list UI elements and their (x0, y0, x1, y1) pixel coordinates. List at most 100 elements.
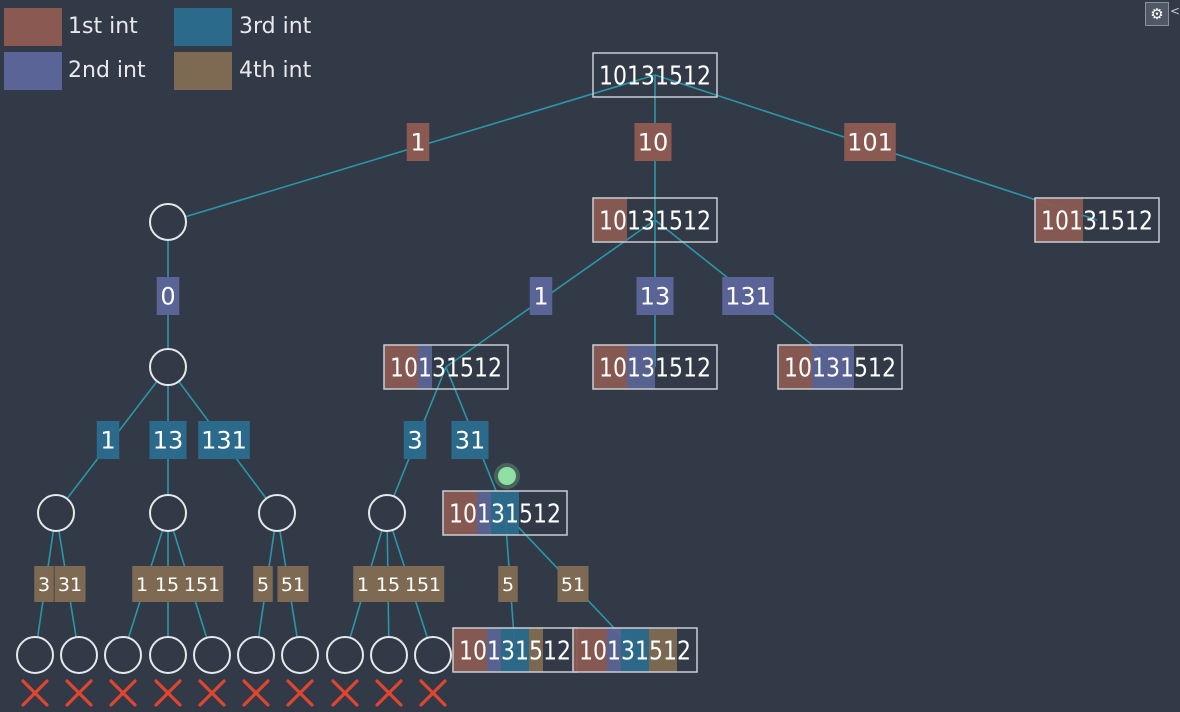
edge-label-text: 31 (455, 427, 486, 455)
edge-label-text: 51 (561, 574, 585, 596)
string-node-s101: 10131512 (1034, 197, 1160, 243)
edge-label-text: 151 (405, 574, 441, 596)
edge-label-c2-c5: 131 (198, 421, 250, 459)
edge-label-bg (132, 566, 152, 602)
edge-label-c4-f5: 151 (180, 566, 224, 602)
edge-label-c6-f10: 151 (401, 566, 445, 602)
string-node-border (592, 197, 718, 243)
settings-gear-button[interactable]: ⚙ (1145, 2, 1169, 26)
edge-label-text: 5 (257, 574, 269, 596)
edge-label-bg (372, 566, 404, 602)
legend-label-1st-int: 1st int (68, 14, 138, 39)
circle-node (60, 636, 98, 674)
edge-label-c5-f6: 5 (253, 566, 273, 602)
segment-int-1 (778, 345, 812, 389)
edge-label-text: 151 (184, 574, 220, 596)
edge-label-text: 1 (136, 574, 148, 596)
circle-node-f4 (149, 636, 187, 707)
edge-label-c4-f3: 1 (132, 566, 152, 602)
string-node-s10-131: 10131512 (777, 344, 903, 390)
edge-label-bg (180, 566, 224, 602)
segment-int-1 (593, 198, 627, 242)
cross-stroke (375, 679, 403, 707)
cross-icon (242, 679, 270, 707)
circle-node (368, 494, 406, 532)
cross-icon (154, 679, 182, 707)
edge-label-text: 1 (410, 129, 425, 157)
edge-label-s10-s10-13: 13 (636, 277, 674, 315)
edge-label-text: 31 (58, 574, 82, 596)
segment-int-1 (384, 345, 418, 389)
edge-label-bg (406, 123, 430, 161)
edge-label-c6-f8: 1 (353, 566, 373, 602)
circle-node-f10 (414, 636, 452, 707)
edge-label-bg (722, 277, 774, 315)
edge-label-bg (198, 421, 250, 459)
edge-label-bg (634, 123, 672, 161)
edge-label-bg (451, 421, 489, 459)
segment-int-1 (593, 345, 627, 389)
edge-label-text: 13 (153, 427, 184, 455)
string-node-text: 10131512 (449, 499, 561, 529)
segment-int-2 (627, 345, 655, 389)
circle-node (104, 636, 142, 674)
edge-label-bg (353, 566, 373, 602)
edge-label-text: 1 (357, 574, 369, 596)
edge-label-c5-f7: 51 (277, 566, 309, 602)
cross-stroke (242, 679, 270, 707)
circle-node-c3 (37, 494, 75, 532)
segment-int-2 (418, 345, 432, 389)
string-node-text: 10131512 (599, 61, 711, 91)
segment-int-3 (501, 628, 529, 672)
edge-label-text: 101 (847, 129, 893, 157)
circle-node (370, 636, 408, 674)
edge-label-bg (149, 421, 187, 459)
cross-stroke (109, 679, 137, 707)
string-node-text: 10131512 (459, 636, 571, 666)
string-node-text: 10131512 (784, 353, 896, 383)
circle-node-c6 (368, 494, 406, 532)
edge-label-text: 1 (533, 283, 548, 311)
string-node-s10: 10131512 (592, 197, 718, 243)
string-node-text: 10131512 (1041, 206, 1153, 236)
collapse-panel-button[interactable]: < (1170, 4, 1180, 18)
edge-label-s10-1-31-leaf5: 5 (498, 566, 518, 602)
pointer-cursor-dot (494, 463, 520, 489)
string-node-leaf51: 10131512 (572, 627, 698, 673)
string-node-border (777, 344, 903, 390)
edge-label-c2-c4: 13 (149, 421, 187, 459)
edge-label-bg (151, 566, 183, 602)
circle-node (149, 494, 187, 532)
cross-icon (21, 679, 49, 707)
edge-label-bg (54, 566, 86, 602)
cross-icon (331, 679, 359, 707)
edge-label-s10-1-c6: 3 (403, 421, 427, 459)
string-node-border (1034, 197, 1160, 243)
circle-node (326, 636, 364, 674)
gear-icon: ⚙ (1150, 5, 1164, 23)
segment-int-2 (477, 491, 491, 535)
segment-int-1 (573, 628, 607, 672)
edge-label-text: 5 (502, 574, 514, 596)
edge-label-text: 0 (160, 283, 175, 311)
circle-node-f7 (281, 636, 319, 707)
cross-icon (109, 679, 137, 707)
edge-label-text: 15 (155, 574, 179, 596)
segment-int-1 (1035, 198, 1083, 242)
edge-label-text: 131 (725, 283, 771, 311)
string-node-leaf5: 10131512 (452, 627, 578, 673)
edge-label-text: 3 (38, 574, 50, 596)
string-node-text: 10131512 (599, 206, 711, 236)
circle-node-c4 (149, 494, 187, 532)
edge-label-bg (401, 566, 445, 602)
circle-node (414, 636, 452, 674)
edge-label-bg (34, 566, 54, 602)
string-node-text: 10131512 (390, 353, 502, 383)
segment-int-2 (607, 628, 621, 672)
cross-stroke (65, 679, 93, 707)
string-node-border (592, 344, 718, 390)
segment-int-4 (529, 628, 543, 672)
edge-label-text: 1 (100, 427, 115, 455)
